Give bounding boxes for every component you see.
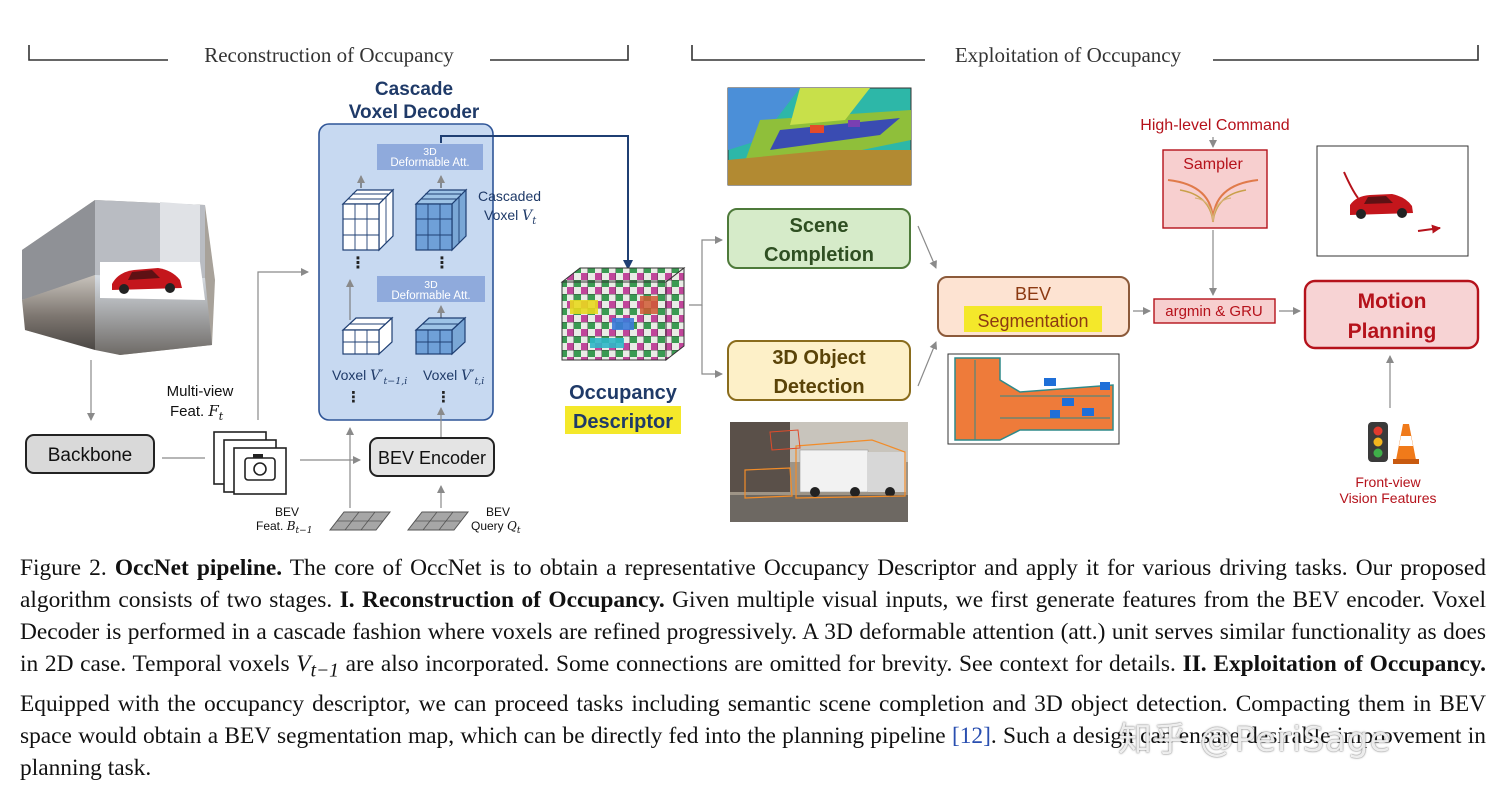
svg-text:Sampler: Sampler — [1183, 156, 1243, 173]
svg-text:Motion: Motion — [1358, 290, 1427, 313]
cascade-voxel-decoder: Cascade Voxel Decoder 3D Deformable Att.… — [318, 79, 541, 421]
bev-segmentation-image — [947, 353, 1120, 445]
motion-planning-node: Motion Planning — [1303, 279, 1480, 350]
svg-text:BEV: BEV — [275, 505, 299, 519]
traffic-cone-icon — [1393, 424, 1419, 464]
backbone-node: Backbone — [25, 434, 155, 474]
svg-text:3D Object: 3D Object — [772, 347, 866, 369]
multiview-features-label: Multi-view Feat. Ft — [167, 383, 234, 423]
voxel-grid-lower-right — [414, 316, 467, 356]
svg-text:Query Qt: Query Qt — [471, 519, 521, 536]
deformable-attention-middle — [377, 276, 485, 302]
high-level-command-label: High-level Command — [1140, 117, 1289, 134]
svg-text:argmin & GRU: argmin & GRU — [1165, 303, 1263, 320]
planning-output-image — [1316, 145, 1469, 257]
bev-query-plane — [406, 511, 470, 531]
stage-header-exploitation: Exploitation of Occupancy — [691, 43, 1479, 67]
voxel-grid-upper-left — [341, 188, 395, 252]
caption-figure-label: Figure 2. — [20, 555, 107, 581]
camera-icon — [244, 454, 276, 481]
stage-header-reconstruction: Reconstruction of Occupancy — [28, 43, 629, 67]
svg-text:Segmentation: Segmentation — [977, 311, 1088, 331]
caption-sentence-5: . Such a design can ensure desirable imp… — [20, 722, 1486, 781]
figure-caption: Figure 2. OccNet pipeline. The core of O… — [20, 552, 1486, 784]
object-detection-image — [730, 422, 908, 522]
occupancy-descriptor-label: Occupancy Descriptor — [565, 382, 681, 434]
caption-stage-1: I. Reconstruction of Occupancy. — [339, 587, 665, 613]
bev-feature-label: BEV Feat. Bt−1 — [256, 505, 312, 536]
caption-stage-2: II. Exploitation of Occupancy. — [1182, 651, 1486, 677]
deformable-attention-top — [377, 144, 483, 170]
svg-text:Scene: Scene — [790, 215, 849, 237]
car-image — [112, 268, 182, 294]
scene-completion-node: Scene Completion — [727, 208, 911, 269]
sampler-node: Sampler — [1162, 149, 1268, 229]
svg-text:⋮: ⋮ — [350, 255, 366, 272]
svg-text:Deformable Att.: Deformable Att. — [391, 290, 470, 302]
multiview-features-stack — [213, 431, 287, 495]
voxel-prev-label: Voxel V′t−1,i — [332, 367, 407, 387]
voxel-grid-lower-left — [341, 316, 394, 356]
front-view-label-line2: Vision Features — [1339, 490, 1436, 506]
occupancy-descriptor-cube — [560, 266, 686, 362]
traffic-light-icon — [1368, 422, 1388, 462]
surround-view-image — [22, 200, 215, 355]
voxel-grid-upper-right — [414, 188, 468, 252]
svg-text:Occupancy: Occupancy — [569, 382, 678, 404]
decoder-title-line2: Voxel Decoder — [349, 102, 480, 123]
voxel-curr-label: Voxel V′t,i — [423, 367, 484, 387]
stage-title-exploitation: Exploitation of Occupancy — [955, 43, 1182, 67]
bev-query-label: BEV Query Qt — [471, 505, 521, 536]
svg-text:Planning: Planning — [1348, 320, 1437, 343]
front-view-label-line1: Front-view — [1355, 474, 1421, 490]
bev-encoder-label: BEV Encoder — [378, 448, 486, 468]
svg-text:Descriptor: Descriptor — [573, 411, 673, 433]
occnet-pipeline-diagram: Reconstruction of Occupancy Exploitation… — [22, 43, 1480, 536]
caption-sentence-2: Given multiple visual inputs, we first g… — [20, 587, 1486, 677]
scene-completion-image — [727, 87, 912, 186]
object-detection-node: 3D Object Detection — [727, 340, 911, 401]
svg-text:BEV: BEV — [486, 505, 510, 519]
svg-text:Feat. Ft: Feat. Ft — [170, 402, 224, 423]
svg-text:⋮: ⋮ — [434, 255, 450, 272]
bev-feature-plane — [328, 511, 392, 531]
caption-citation-link[interactable]: [12] — [951, 722, 991, 749]
svg-text:3D: 3D — [423, 146, 437, 158]
caption-sentence-3: are also incorporated. Some connections … — [345, 651, 1176, 677]
svg-text:Cascaded: Cascaded — [478, 188, 541, 204]
argmin-gru-node: argmin & GRU — [1153, 298, 1276, 324]
svg-text:Detection: Detection — [773, 376, 864, 398]
svg-text:Deformable Att.: Deformable Att. — [390, 157, 469, 169]
bev-segmentation-node: BEV Segmentation — [937, 276, 1130, 337]
svg-text:Feat. Bt−1: Feat. Bt−1 — [256, 519, 312, 536]
stage-title-reconstruction: Reconstruction of Occupancy — [204, 43, 454, 67]
decoder-title-line1: Cascade — [375, 79, 453, 100]
caption-variable: Vt−1 — [296, 651, 339, 682]
caption-sentence-4: Equipped with the occupancy descriptor, … — [20, 690, 1486, 749]
svg-text:3D: 3D — [424, 279, 438, 291]
svg-text:⋮: ⋮ — [346, 389, 361, 406]
caption-figure-title: OccNet pipeline. — [114, 555, 283, 581]
bev-encoder-node: BEV Encoder — [369, 437, 495, 477]
svg-text:Multi-view: Multi-view — [167, 383, 234, 400]
svg-text:Completion: Completion — [764, 244, 874, 266]
svg-text:BEV: BEV — [1015, 284, 1051, 304]
caption-sentence-1: The core of OccNet is to obtain a repres… — [20, 555, 1486, 613]
svg-text:⋮: ⋮ — [436, 389, 451, 406]
backbone-label: Backbone — [48, 445, 133, 466]
svg-text:Voxel Vt: Voxel Vt — [484, 207, 537, 227]
